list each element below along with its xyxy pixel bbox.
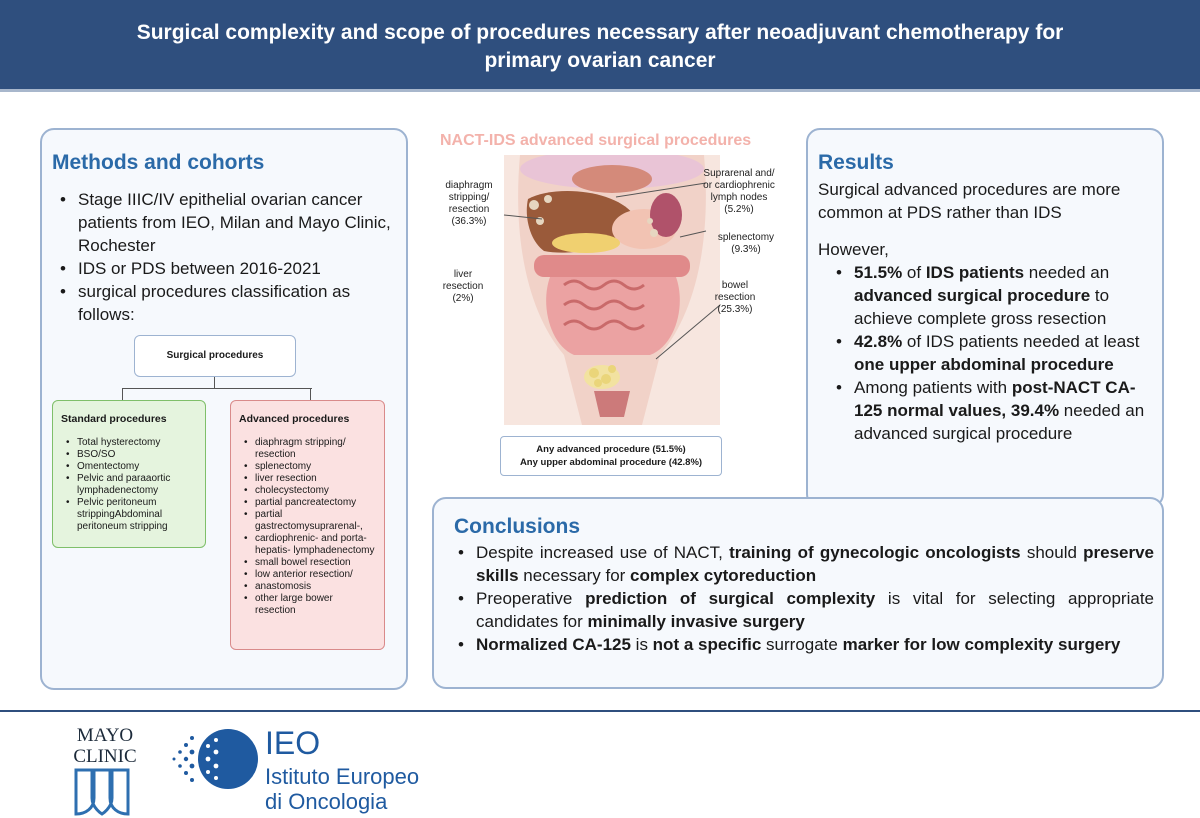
figure-title: NACT-IDS advanced surgical procedures [440,132,752,149]
list-item: Pelvic and paraaortic lymphadenectomy [61,473,197,497]
standard-procedures-box: Standard procedures Total hysterectomy B… [52,400,206,548]
conclusions-title: Conclusions [454,515,581,538]
list-item: 51.5% of IDS patients needed an advanced… [832,261,1158,330]
list-item: anastomosis [239,581,376,593]
methods-panel: Methods and cohorts Stage IIIC/IV epithe… [40,128,408,690]
list-item: cholecystectomy [239,485,376,497]
list-item: Pelvic peritoneum strippingAbdominal per… [61,497,197,533]
list-item: small bowel resection [239,557,376,569]
advanced-procedures-list: diaphragm stripping/ resection splenecto… [239,437,376,617]
footer-divider [0,710,1200,712]
methods-list: Stage IIIC/IV epithelial ovarian cancer … [56,188,396,326]
advanced-procedures-box: Advanced procedures diaphragm stripping/… [230,400,385,650]
list-item: Stage IIIC/IV epithelial ovarian cancer … [56,188,396,257]
list-item: BSO/SO [61,449,197,461]
abdomen-anatomy-illustration [504,155,720,425]
mayo-shield-icon [74,768,130,816]
results-text: Surgical advanced procedures are more co… [818,178,1158,445]
list-item: Preoperative prediction of surgical comp… [454,587,1154,633]
list-item: Total hysterectomy [61,437,197,449]
methods-title: Methods and cohorts [52,151,265,174]
list-item: 42.8% of IDS patients needed at least on… [832,330,1158,376]
connector-line [122,388,312,389]
poster-title: Surgical complexity and scope of procedu… [136,21,1064,72]
surgical-procedures-box: Surgical procedures [134,335,296,377]
list-item: splenectomy [239,461,376,473]
results-intro: Surgical advanced procedures are more co… [818,180,1121,222]
results-panel: Results Surgical advanced procedures are… [806,128,1164,508]
list-item: low anterior resection/ [239,569,376,581]
list-item: Despite increased use of NACT, training … [454,541,1154,587]
standard-procedures-list: Total hysterectomy BSO/SO Omentectomy Pe… [61,437,197,533]
header-banner: Surgical complexity and scope of procedu… [0,0,1200,92]
conclusions-panel: Conclusions Despite increased use of NAC… [432,497,1164,689]
list-item: Omentectomy [61,461,197,473]
results-list: 51.5% of IDS patients needed an advanced… [832,261,1158,445]
mayo-clinic-logo-text: MAYO CLINIC [73,725,137,767]
results-title: Results [818,151,894,174]
list-item: cardiophrenic- and porta-hepatis- lympha… [239,533,376,557]
splenectomy-label: splenectomy (9.3%) [717,232,775,255]
list-item: other large bower resection [239,593,376,617]
list-item: liver resection [239,473,376,485]
list-item: diaphragm stripping/ resection [239,437,376,461]
bowel-label: bowel resection (25.3%) [714,280,756,315]
connector-line [122,388,123,400]
list-item: partial pancreatectomy [239,497,376,509]
ieo-abbreviation: IEO [265,725,321,761]
label-leader-lines [503,182,721,360]
list-item: IDS or PDS between 2016-2021 [56,257,396,280]
suprarenal-label: Suprarenal and/ or cardiophrenic lymph n… [703,168,775,215]
list-item: Normalized CA-125 is not a specific surr… [454,633,1154,656]
procedure-summary-box: Any advanced procedure (51.5%) Any upper… [500,436,722,476]
connector-line [310,388,311,400]
list-item: Among patients with post-NACT CA-125 nor… [832,376,1158,445]
list-item: partial gastrectomysuprarenal-, [239,509,376,533]
diaphragm-label: diaphragm stripping/ resection (36.3%) [445,180,493,227]
ieo-logo-icon [172,729,258,789]
liver-label: liver resection (2%) [442,269,484,304]
standard-procedures-title: Standard procedures [61,413,167,425]
results-however: However, [818,240,889,259]
list-item: surgical procedures classification as fo… [56,280,396,326]
ieo-full-name: Istituto Europeo di Oncologia [265,764,420,814]
conclusions-list: Despite increased use of NACT, training … [454,541,1154,656]
connector-line [214,377,215,389]
advanced-procedures-title: Advanced procedures [239,413,350,425]
